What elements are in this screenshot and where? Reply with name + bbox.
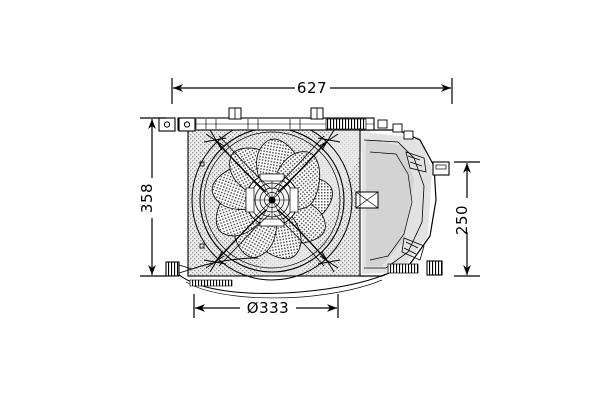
electrical-connector-plug — [165, 257, 259, 277]
dimension-overall-height-left: 358 — [138, 117, 166, 277]
dimension-fan-diameter: Ø333 — [193, 294, 339, 318]
dimension-label-358: 358 — [138, 183, 156, 213]
dimension-height-right: 250 — [453, 161, 480, 277]
dimension-label-250: 250 — [453, 205, 471, 235]
shroud-top-details — [195, 107, 414, 140]
mounting-brackets — [158, 117, 450, 287]
dimension-label-627: 627 — [297, 79, 327, 97]
axial-fan-impeller — [199, 127, 345, 273]
dimension-overall-width: 627 — [171, 78, 453, 104]
dimension-label-diameter-333: Ø333 — [247, 299, 289, 317]
fan-hub — [245, 173, 299, 227]
panel-marks — [199, 128, 361, 276]
